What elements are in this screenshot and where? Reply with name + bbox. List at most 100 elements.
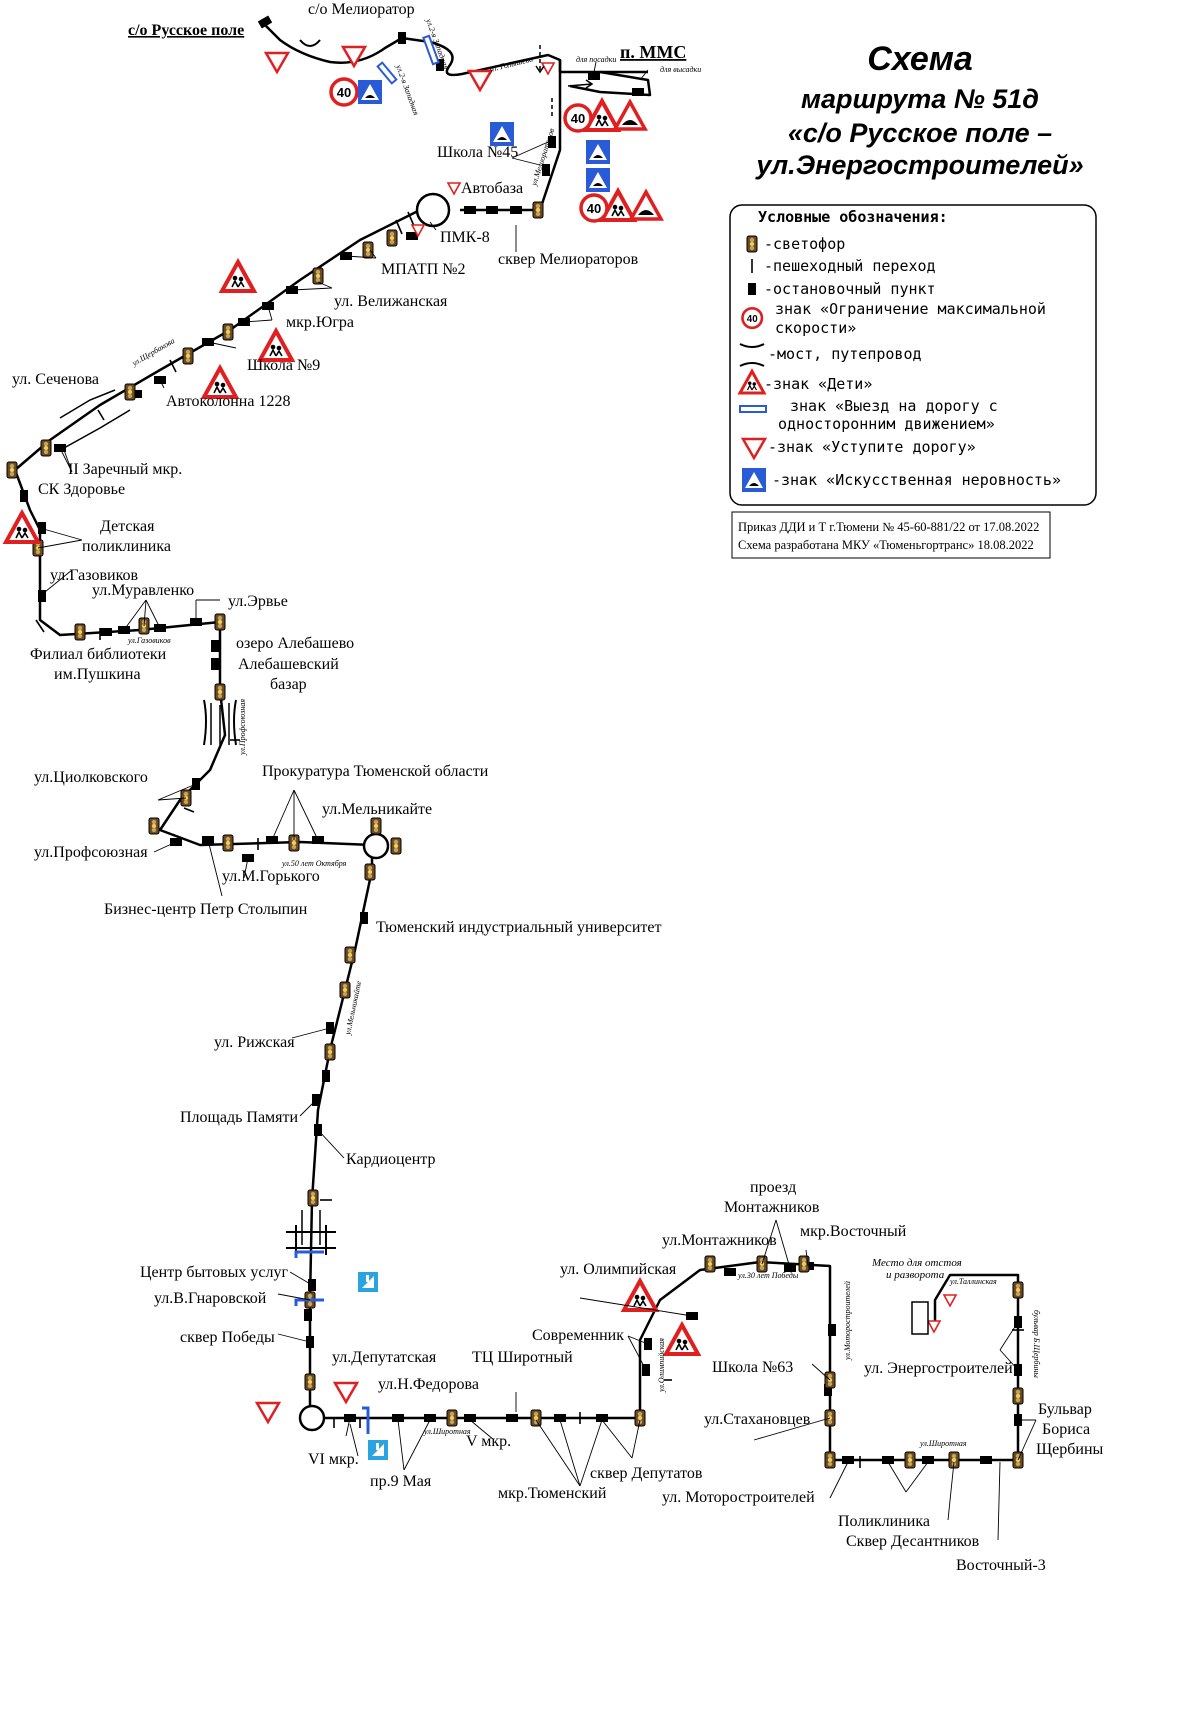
street-shirotnaya-1: ул.Широтная	[423, 1427, 471, 1436]
stop-filial-1: Филиал библиотеки	[30, 646, 167, 663]
legend-speed-limit-2: скорости»	[775, 319, 856, 337]
street-golysheva: ул. Голышева	[487, 54, 534, 74]
stop-school63: Школа №63	[712, 1359, 793, 1376]
street-30-let: ул.30 лет Победы	[737, 1271, 799, 1280]
stop-pl-pamyati: Площадь Памяти	[180, 1109, 299, 1126]
stop-det-poliklinika-1: Детская	[100, 518, 155, 535]
stop-stolypin: Бизнес-центр Петр Столыпин	[104, 901, 308, 918]
stop-skver-deputatov: сквер Депутатов	[590, 1465, 703, 1482]
stop-alebash-bazar-2: базар	[270, 676, 307, 693]
legend-bridge: -мост, путепровод	[768, 345, 922, 363]
speed-bump-signs	[358, 80, 610, 192]
stop-vostochny3: Восточный-3	[956, 1557, 1046, 1574]
street-tallinskaya: ул.Таллинская	[949, 1277, 997, 1286]
stop-poliklinika: Поликлиника	[838, 1513, 930, 1530]
street-olimpiyskaya: ул.Олимпийская	[657, 1338, 666, 1393]
one-way-signs	[376, 34, 440, 85]
note-boarding: для посадки	[576, 55, 616, 64]
street-50-let: ул.50 лет Октября	[281, 859, 347, 868]
stop-muravlenko: ул.Муравленко	[92, 582, 194, 599]
stop-alebashevo: озеро Алебашево	[236, 635, 354, 652]
roundabout-vi-mkr	[298, 1404, 326, 1432]
roundabout-pmk	[415, 192, 451, 228]
legend-yield: -знак «Уступите дорогу»	[768, 438, 976, 456]
bridge-symbols	[203, 39, 336, 1255]
street-profsoyuznaya: ул.Профсоюзная	[238, 699, 247, 756]
note-alighting: для высадки	[660, 65, 701, 74]
stop-vi-mkr: VI мкр.	[308, 1451, 359, 1468]
stop-yugra: мкр.Югра	[286, 314, 354, 331]
stop-proezd-mont-1: проезд	[750, 1179, 796, 1196]
stop-meliorator: с/о Мелиоратор	[308, 1, 415, 18]
legend-bus-stop: -остановочный пункт	[764, 280, 936, 298]
legend-heading: Условные обозначения:	[758, 208, 948, 226]
stop-melnikaite: ул.Мельникайте	[322, 801, 432, 818]
roundabout-melnikaite	[362, 832, 390, 860]
stop-velizhanskaya: ул. Велижанская	[334, 293, 448, 310]
stop-sechenova: ул. Сеченова	[12, 371, 99, 388]
stop-cbu: Центр бытовых услуг	[140, 1264, 288, 1281]
stop-tc-shirotny: ТЦ Широтный	[472, 1349, 573, 1366]
stop-start: с/о Русское поле	[128, 22, 244, 39]
legend-one-way-2: односторонним движением»	[778, 415, 995, 433]
stop-labels: с/о Русское поле с/о Мелиоратор п. ММС Ш…	[12, 1, 1104, 1574]
map-title: Схема	[867, 40, 973, 78]
stop-montazhnikov: ул.Монтажников	[662, 1232, 777, 1249]
order-box: Приказ ДДИ и Т г.Тюмени № 45-60-881/22 о…	[731, 511, 1051, 559]
legend-crosswalk: -пешеходный переход	[764, 257, 936, 275]
leader-lines	[37, 61, 1037, 1541]
legend-speed-bump: -знак «Искусственная неровность»	[772, 471, 1061, 489]
stop-fedorova: ул.Н.Федорова	[378, 1376, 479, 1393]
route-name-from: «с/о Русское поле –	[787, 118, 1053, 148]
terminal-notes: для посадки для высадки	[576, 55, 701, 74]
legend: Условные обозначения: -светофор -пешеход…	[729, 204, 1097, 506]
stop-kardiocentr: Кардиоцентр	[346, 1151, 435, 1168]
stop-motorostroiteley: ул. Моторостроителей	[662, 1489, 815, 1506]
stop-det-poliklinika-2: поликлиника	[82, 538, 171, 555]
stop-alebash-bazar-1: Алебашевский	[238, 656, 339, 673]
crossing-brackets	[294, 1250, 370, 1434]
stop-vostochny: мкр.Восточный	[800, 1223, 907, 1240]
legend-traffic-light: -светофор	[764, 235, 845, 253]
stop-school9: Школа №9	[247, 357, 320, 374]
stop-mpatp2: МПАТП №2	[381, 261, 466, 278]
stop-filial-2: им.Пушкина	[54, 666, 141, 683]
legend-children: -знак «Дети»	[764, 375, 872, 393]
stop-skver-meliorator: сквер Мелиораторов	[498, 251, 639, 268]
stop-pmk8: ПМК-8	[440, 229, 490, 246]
parallel-roads	[59, 389, 321, 1245]
stop-gazovikov: ул.Газовиков	[50, 567, 139, 584]
stop-stakhanovtsev: ул.Стахановцев	[704, 1411, 811, 1428]
route-name-to: ул.Энергостроителей»	[756, 150, 1084, 180]
street-bulvar: бульвар Б.Щербины	[1032, 1310, 1041, 1378]
stop-rizhskaya: ул. Рижская	[214, 1034, 295, 1051]
stop-tsiolkovskogo: ул.Циолковского	[34, 769, 148, 786]
stop-sk-zdorovye: СК Здоровье	[38, 481, 125, 498]
legend-speed-limit: знак «Ограничение максимальной	[775, 300, 1046, 318]
street-melioratorov: ул.Мелиораторов	[529, 127, 556, 188]
stop-avtokolonna: Автоколонна 1228	[166, 393, 290, 410]
legend-box	[729, 204, 1097, 506]
street-zapadnaya-2: ул.2-я Западная	[394, 63, 421, 117]
stop-deputatskaya: ул.Депутатская	[332, 1349, 437, 1366]
legend-one-way: знак «Выезд на дорогу с	[790, 397, 998, 415]
stop-gorkogo: ул.М.Горького	[222, 868, 320, 885]
note-turnaround-1: Место для отстоя	[871, 1257, 962, 1269]
stop-zarechny: II Заречный мкр.	[68, 461, 182, 478]
stop-energostroiteley: ул. Энергостроителей	[864, 1360, 1013, 1377]
stop-bulvar-2: Бориса	[1042, 1421, 1090, 1438]
stop-bulvar-1: Бульвар	[1038, 1401, 1092, 1418]
stop-gnarovskoy: ул.В.Гнаровской	[154, 1290, 267, 1307]
note-turnaround-2: и разворота	[886, 1269, 945, 1281]
stop-skver-pobedy: сквер Победы	[180, 1329, 275, 1346]
order-line-1: Приказ ДДИ и Т г.Тюмени № 45-60-881/22 о…	[738, 520, 1039, 534]
stop-tyumensky: мкр.Тюменский	[498, 1485, 607, 1502]
stop-school45: Школа №45	[437, 144, 518, 161]
stop-profsoyuznaya: ул.Профсоюзная	[34, 844, 148, 861]
stop-ervye: ул.Эрвье	[228, 593, 288, 610]
stop-v-mkr: V мкр.	[466, 1433, 511, 1450]
stop-bulvar-3: Щербины	[1036, 1441, 1104, 1458]
stop-avtobaza: Автобаза	[461, 180, 523, 197]
turnaround-area	[911, 1301, 929, 1335]
street-motorostr: ул.Моторостроителей	[843, 1281, 852, 1361]
